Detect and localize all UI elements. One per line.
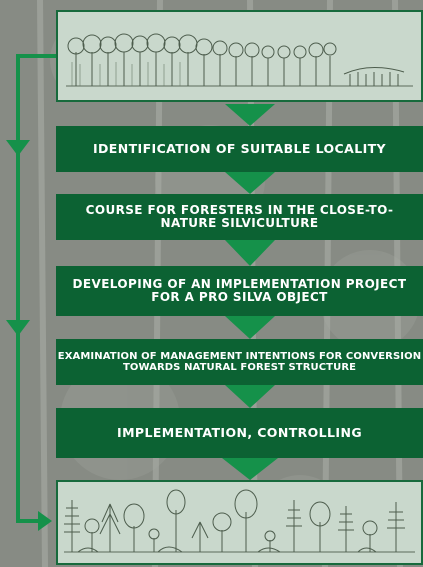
top-forest-illustration xyxy=(56,10,423,102)
step-identification: IDENTIFICATION OF SUITABLE LOCALITY xyxy=(56,126,423,172)
uniform-forest-sketch xyxy=(66,33,413,87)
step-course: COURSE FOR FORESTERS IN THE CLOSE-TO-NAT… xyxy=(56,194,423,240)
step-examination: EXAMINATION OF MANAGEMENT INTENTIONS FOR… xyxy=(56,339,423,385)
natural-forest-sketch xyxy=(64,489,415,553)
step-implementation-controlling: IMPLEMENTATION, CONTROLLING xyxy=(56,408,423,458)
bottom-forest-illustration xyxy=(56,480,423,565)
step-implementation-project: DEVELOPING OF AN IMPLEMENTATION PROJECT … xyxy=(56,266,423,316)
